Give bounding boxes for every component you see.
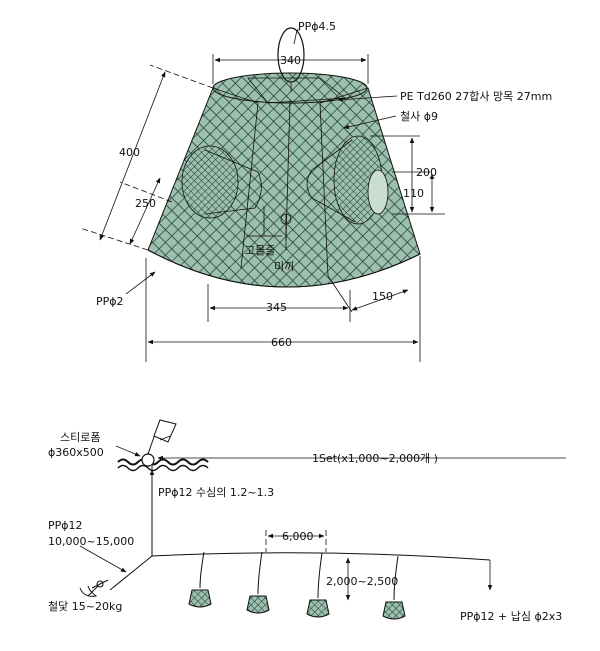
leader-top-rope	[293, 29, 300, 45]
label-height-total: 400	[119, 146, 140, 159]
branch-line	[257, 551, 263, 595]
label-buoy-line: PPɸ12 수심의 1.2~1.3	[158, 486, 274, 499]
left-funnel	[181, 145, 239, 219]
trap-frame-lines	[212, 87, 369, 277]
sea-surface	[117, 458, 209, 466]
label-bottom-rope: PPɸ2	[96, 295, 124, 308]
dim-height-total-line	[99, 71, 166, 241]
right-funnel-lines	[306, 139, 356, 223]
trap-bottom-curve	[147, 249, 421, 288]
dim-ext-bottom-outer	[145, 256, 421, 362]
branch-line	[317, 552, 323, 599]
label-main-rope-len: 10,000~15,000	[48, 535, 134, 548]
label-ground-line: PPɸ12 + 납심 ɸ2x3	[460, 610, 562, 623]
label-bait-2: 미끼	[274, 260, 294, 273]
trap-top-ring	[212, 72, 368, 104]
anchor-icon	[79, 579, 109, 597]
leader-frame-wire	[343, 115, 397, 130]
bait-leader	[246, 206, 282, 237]
trap-top-frame	[247, 77, 347, 104]
left-funnel-lines	[204, 149, 262, 215]
dim-ext-top	[212, 54, 369, 84]
trap-set	[188, 551, 406, 620]
branch-line	[199, 551, 205, 589]
label-buoy: 스티로폼	[60, 431, 100, 444]
dim-ext-spacing	[265, 530, 327, 552]
small-trap-icon	[306, 599, 330, 618]
label-entrance-inner: 110	[403, 187, 424, 200]
label-height-mid: 250	[135, 197, 156, 210]
trap-drawing: PPɸ4.5 340 PE Td260 27합사 망목 27mm 철사 ɸ9 4…	[79, 20, 552, 362]
small-trap-icon	[188, 589, 212, 608]
anchor-rope	[109, 555, 153, 591]
dim-bottom-side-line	[351, 289, 409, 311]
float-buoy	[141, 453, 155, 467]
small-trap-icon	[246, 595, 270, 614]
longline-drawing: 스티로폼 ɸ360x500 1Set(x1,000~2,000개 ) PPɸ12…	[48, 419, 566, 623]
label-set-note: 1Set(x1,000~2,000개 )	[312, 452, 438, 465]
label-entrance-height: 200	[416, 166, 437, 179]
label-buoy-size: ɸ360x500	[48, 446, 104, 459]
branch-line	[393, 555, 399, 601]
leader-buoy	[115, 445, 141, 457]
label-bottom-side: 150	[372, 290, 393, 303]
label-frame-wire: 철사 ɸ9	[400, 110, 438, 123]
ground-line	[151, 552, 491, 561]
sea-surface-2	[117, 464, 209, 472]
right-funnel-mouth	[367, 169, 389, 215]
dim-ext-bottom-inner	[207, 284, 351, 322]
leader-bottom-rope	[125, 271, 156, 295]
dim-bottom-side-ext	[327, 275, 353, 313]
dim-height-mid-line	[129, 177, 161, 245]
label-main-rope: PPɸ12	[48, 519, 83, 532]
label-top-width: 340	[280, 54, 301, 67]
label-top-rope: PPɸ4.5	[298, 20, 336, 33]
small-trap-icon	[382, 601, 406, 620]
label-bait-1: 고물줄	[245, 244, 275, 257]
bait-ring	[280, 213, 292, 225]
label-bottom-inner: 345	[266, 301, 287, 314]
flag-tail	[159, 435, 171, 441]
label-net-spec: PE Td260 27합사 망목 27mm	[400, 90, 552, 103]
label-branch-len: 2,000~2,500	[326, 575, 398, 588]
label-anchor: 철닻 15~20kg	[48, 600, 122, 613]
leader-main-rope	[79, 545, 127, 573]
leader-net-spec	[337, 95, 398, 102]
label-spacing: 6,000	[282, 530, 314, 543]
flag	[153, 419, 177, 443]
label-bottom-width: 660	[271, 336, 292, 349]
